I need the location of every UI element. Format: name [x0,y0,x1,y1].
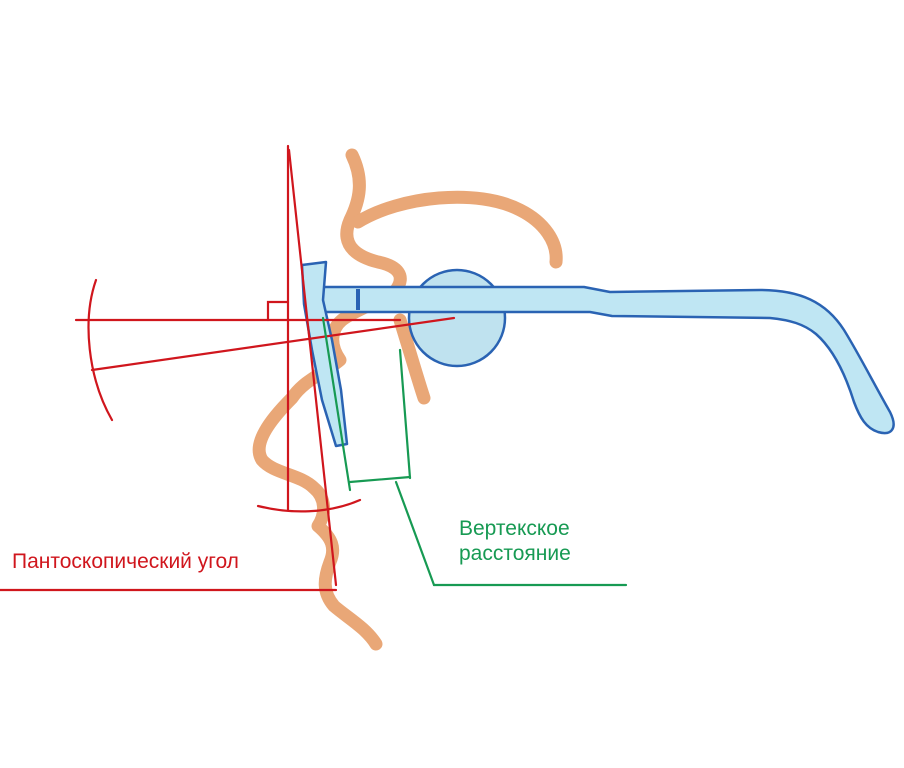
forehead-brow-curve [351,190,563,269]
tilted-visual-axis [90,316,456,372]
spectacles [300,260,895,448]
vertex-distance-label-line2: расстояние [459,542,571,566]
vertex-leader-line [394,480,436,587]
vertex-distance-bar [348,475,412,484]
vertex-distance-label: Вертекское расстояние [459,516,571,566]
pantoscopic-construction [0,144,456,592]
face-profile-line [252,148,407,651]
pantoscopic-angle-label: Пантоскопический угол [12,550,239,573]
lens-back-line [321,316,352,492]
vertex-distance-label-line1: Вертекское [459,517,570,540]
cornea-line [398,348,412,480]
head-profile [252,148,563,651]
lens-plane-line [287,148,338,587]
bottom-angle-arc [256,498,362,513]
eye-ball [407,268,507,368]
eyelid-curve [393,313,431,405]
left-angle-arc [87,278,114,422]
glasses-temple-arm [313,285,895,435]
vertex-distance-construction [321,316,628,587]
right-angle-marker [266,300,290,322]
